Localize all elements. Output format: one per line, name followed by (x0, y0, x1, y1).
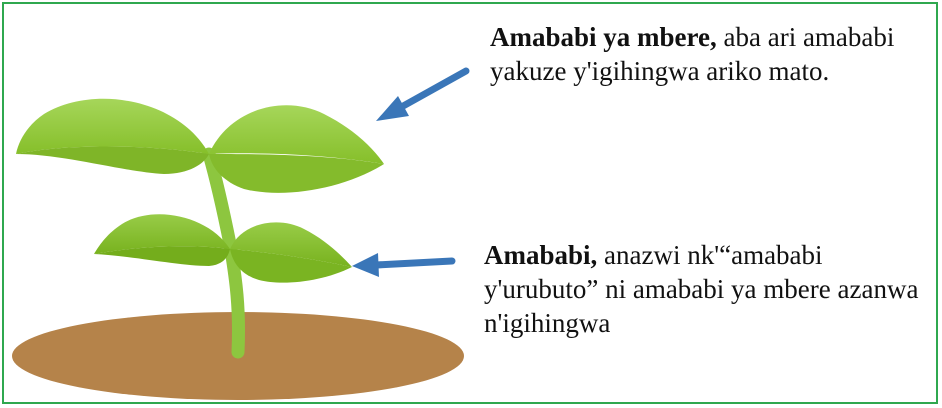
diagram-frame: Amababi ya mbere, aba ari amababi yakuze… (2, 2, 938, 404)
arrow-left-icon (376, 67, 470, 121)
seed-leaves-caption: Amababi, anazwi nk'“amababi y'urubuto” n… (484, 238, 934, 340)
true-leaf-left (16, 98, 209, 174)
seed-leaves-term: Amababi, (484, 240, 598, 270)
seedling-stem (202, 147, 246, 359)
seed-leaves-description: anazwi nk'“amababi y'urubuto” ni amababi… (484, 240, 919, 338)
true-leaves-description: aba ari amababi yakuze y'igihingwa ariko… (490, 22, 895, 86)
true-leaves-caption: Amababi ya mbere, aba ari amababi yakuze… (490, 20, 930, 88)
true-leaves-term: Amababi ya mbere, (490, 22, 717, 52)
true-leaf-right (209, 105, 384, 193)
seed-leaf-left (94, 214, 230, 266)
seedling-illustration (12, 67, 470, 400)
arrow-left-icon (352, 253, 456, 277)
seed-leaf-right (230, 222, 352, 283)
